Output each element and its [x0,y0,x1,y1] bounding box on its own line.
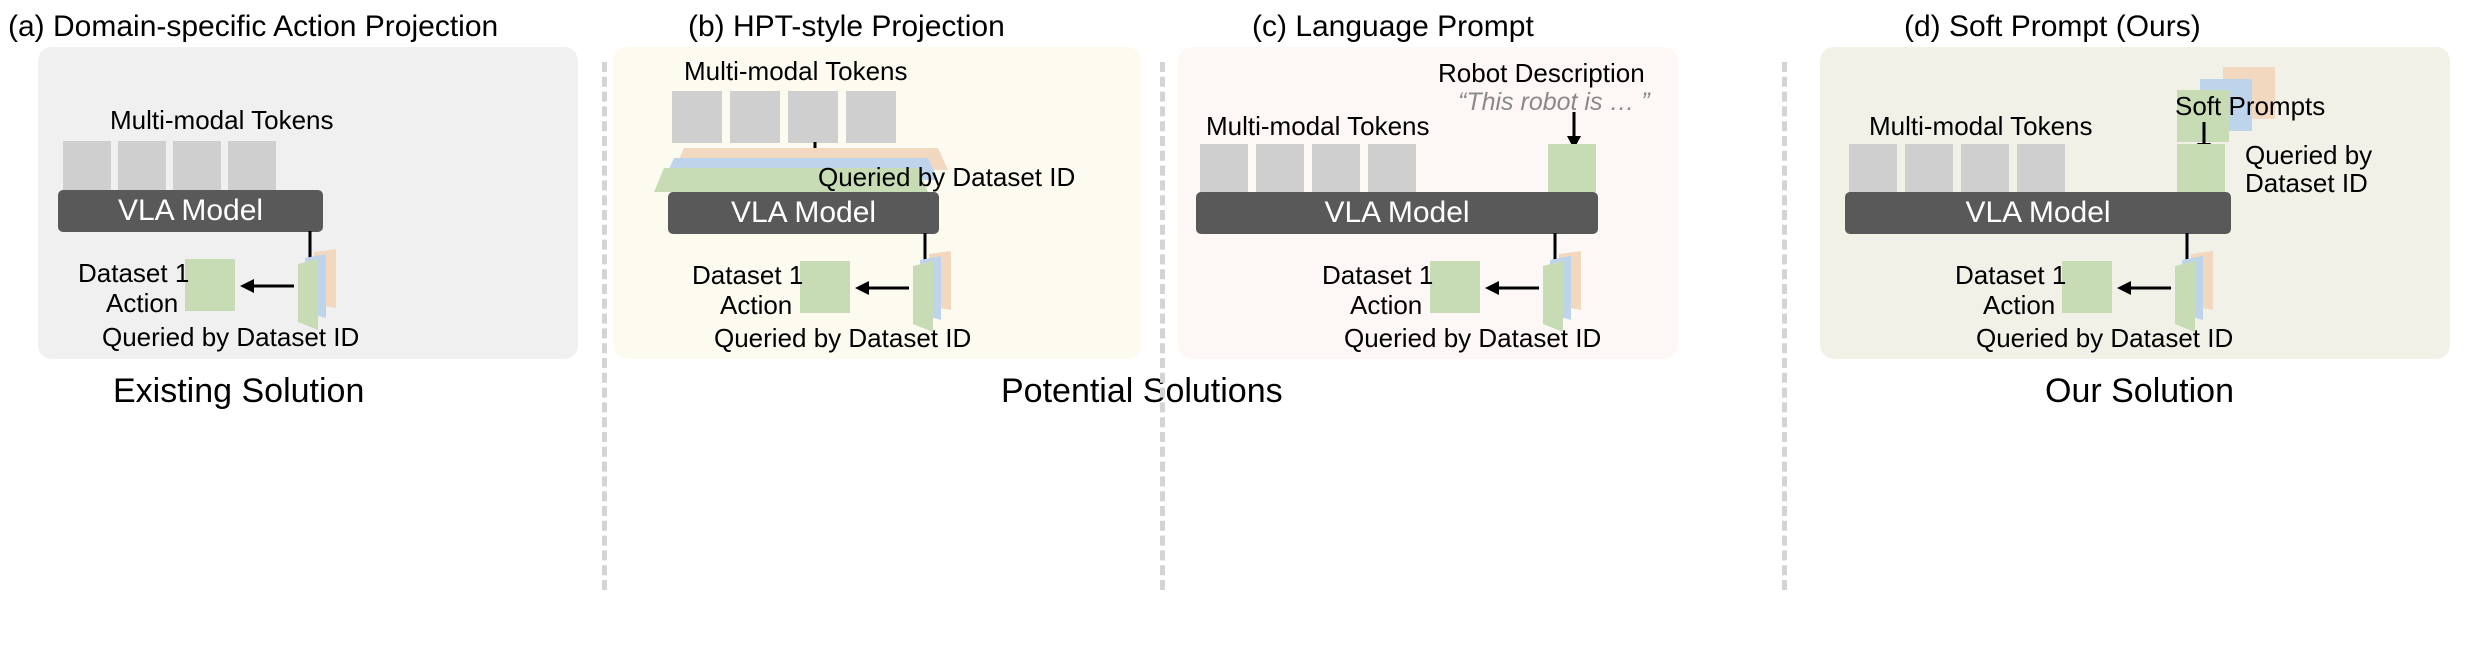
panel-d-projection-head [2175,251,2213,332]
token-square [63,141,111,191]
panel-d-tokens-label: Multi-modal Tokens [1869,111,2093,141]
token-square [173,141,221,191]
panel-b-projection-stack [654,148,948,192]
token-square [1368,144,1416,192]
panel-a-title: (a) Domain-specific Action Projection [8,10,499,43]
panel-b-query-label: Queried by Dataset ID [714,323,972,353]
panel-d-action-label-1: Dataset 1 [1955,260,2067,290]
panel-c-tokens-label: Multi-modal Tokens [1206,111,1430,141]
panel-b-tokens-label: Multi-modal Tokens [684,56,908,86]
token-square-prompt [1548,144,1596,192]
panel-b-title: (b) HPT-style Projection [688,10,1005,43]
token-square [1961,144,2009,192]
panel-a-tokens-label: Multi-modal Tokens [110,105,334,135]
divider-3 [1782,62,1787,590]
panel-b-caption: Potential Solutions [1001,372,1283,410]
panel-c-vla-model: VLA Model [1196,192,1598,234]
panel-d-soft-prompts-label: Soft Prompts [2175,91,2326,121]
token-square [1849,144,1897,192]
panel-a-action-label-1: Dataset 1 [78,258,190,288]
token-square [788,91,838,143]
panel-b-head-to-action-arrow [855,281,909,295]
panel-d-title: (d) Soft Prompt (Ours) [1904,10,2201,43]
panel-a-action-label-2: Action [106,288,179,318]
panel-c-head-to-action-arrow [1485,281,1539,295]
panel-d-query-label-1: Queried by [2245,140,2373,170]
panel-c-projection-head [1543,251,1581,332]
token-square [1200,144,1248,192]
panel-a-action-square [185,259,235,311]
panel-a-head-to-action-arrow [240,279,294,293]
panel-c-title: (c) Language Prompt [1252,10,1534,43]
panel-b-action-label-2: Action [720,290,793,320]
token-square [118,141,166,191]
panel-c-prompt-to-token-arrow [1567,112,1581,149]
panel-c-action-label-1: Dataset 1 [1322,260,1434,290]
panel-b-action-label-1: Dataset 1 [692,260,804,290]
panel-d-caption: Our Solution [2045,372,2234,410]
panel-c-action-label-2: Action [1350,290,1423,320]
panel-c-action-square [1430,261,1480,313]
panel-c-prompt-title: Robot Description [1438,58,1645,88]
token-square-soft-prompt [2177,144,2225,192]
panel-d-head-to-action-arrow [2117,281,2171,295]
divider-1 [602,62,607,590]
panel-a-vla-model: VLA Model [58,190,323,232]
panel-b-action-square [800,261,850,313]
panel-c-prompt-quote: “This robot is … ” [1458,88,1650,116]
panel-d-vla-model: VLA Model [1845,192,2231,234]
panel-a-query-label: Queried by Dataset ID [102,322,360,352]
token-square [672,91,722,143]
panel-b-top-query-label: Queried by Dataset ID [818,162,1076,192]
panel-a-projection-head [298,249,336,330]
panel-b-projection-head [913,251,951,332]
token-square [2017,144,2065,192]
divider-2 [1160,62,1165,590]
token-square [846,91,896,143]
panel-b-vla-model: VLA Model [668,192,939,234]
token-square [730,91,780,143]
panel-d-action-square [2062,261,2112,313]
panel-c-query-label: Queried by Dataset ID [1344,323,1602,353]
panel-d-query-label: Queried by Dataset ID [1976,323,2234,353]
token-square [1312,144,1360,192]
panel-d-query-label-2: Dataset ID [2245,168,2368,198]
panel-d-action-label-2: Action [1983,290,2056,320]
token-square [1905,144,1953,192]
token-square [228,141,276,191]
panel-a-caption: Existing Solution [113,372,365,410]
token-square [1256,144,1304,192]
